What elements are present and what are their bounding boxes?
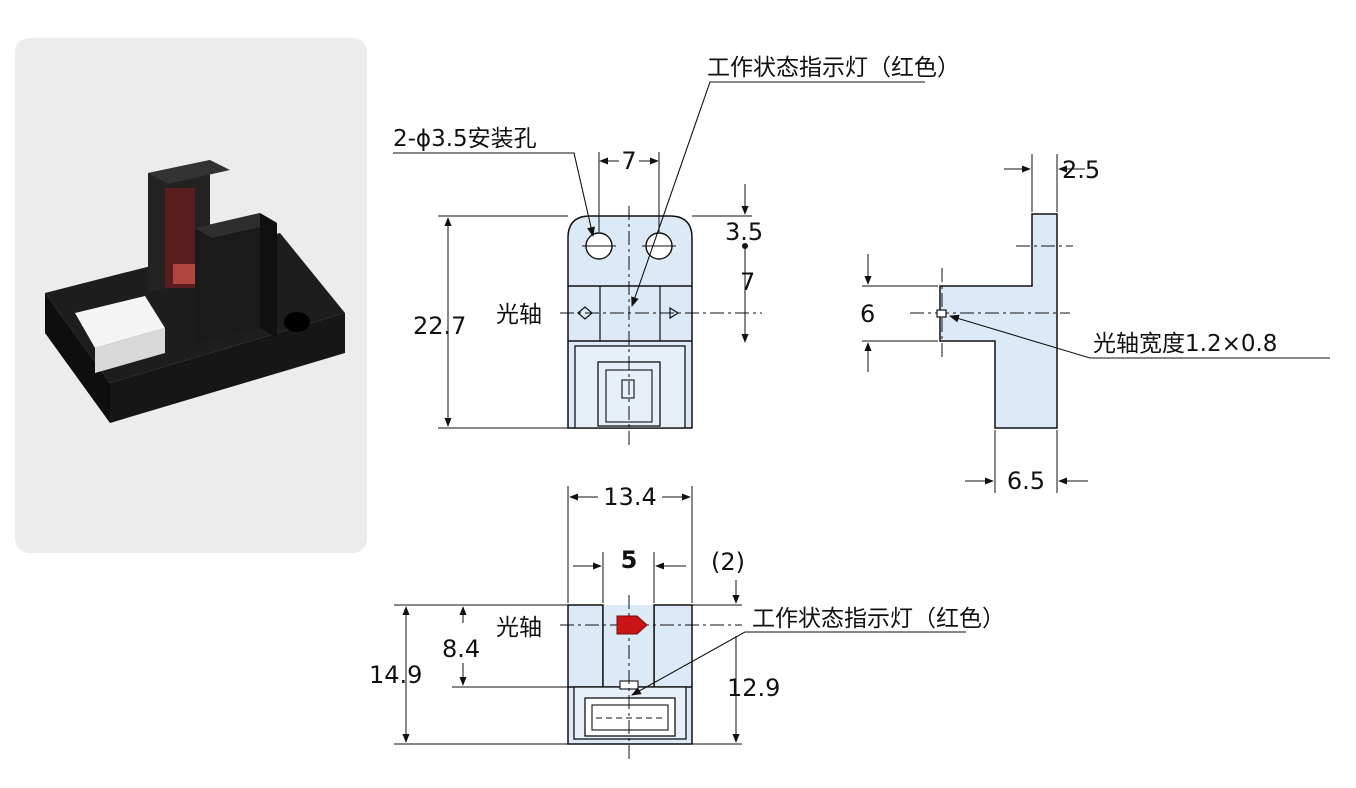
product-photo-panel: [15, 38, 367, 553]
dim-side-axis-height: 6: [860, 300, 875, 328]
indicator-light: [616, 615, 648, 635]
front-view: 工作状态指示灯（红色） 2-ϕ3.5安装孔 7 3.5 7 22.7 光轴: [393, 55, 960, 448]
side-view: 2.5 6 6.5 光轴宽度1.2×0.8: [860, 154, 1330, 495]
side-view-outline: [939, 213, 1058, 429]
dim-side-base-width: 6.5: [1007, 467, 1045, 495]
indicator-label-top: 工作状态指示灯（红色）: [707, 55, 960, 81]
dim-hole-spacing: 7: [621, 147, 636, 175]
dim-total-height: 22.7: [413, 312, 466, 340]
dim-side-thickness: 2.5: [1062, 156, 1100, 184]
indicator-label-bottom: 工作状态指示灯（红色）: [752, 606, 1005, 632]
dim-axis-offset: 7: [740, 268, 755, 296]
mount-holes-label: 2-ϕ3.5安装孔: [393, 126, 537, 152]
dim-bottom-width: 13.4: [603, 483, 656, 511]
dim-hole-offset: 3.5: [725, 218, 763, 246]
dim-slot-edge: (2): [711, 548, 745, 576]
optical-axis-label-front: 光轴: [496, 302, 542, 328]
dim-connector-height: 12.9: [727, 674, 780, 702]
dim-bottom-height: 14.9: [369, 661, 422, 689]
optical-axis-label-bottom: 光轴: [496, 615, 542, 641]
dim-slot-width: 5: [621, 546, 638, 574]
dim-axis-height: 8.4: [442, 635, 480, 663]
sensor-photo: [45, 160, 345, 423]
bottom-view: 13.4 5 (2) 光轴 8.4 14.9 12.9 工作状态指示灯（红色）: [369, 483, 1005, 760]
optical-axis-width-label: 光轴宽度1.2×0.8: [1093, 331, 1277, 357]
